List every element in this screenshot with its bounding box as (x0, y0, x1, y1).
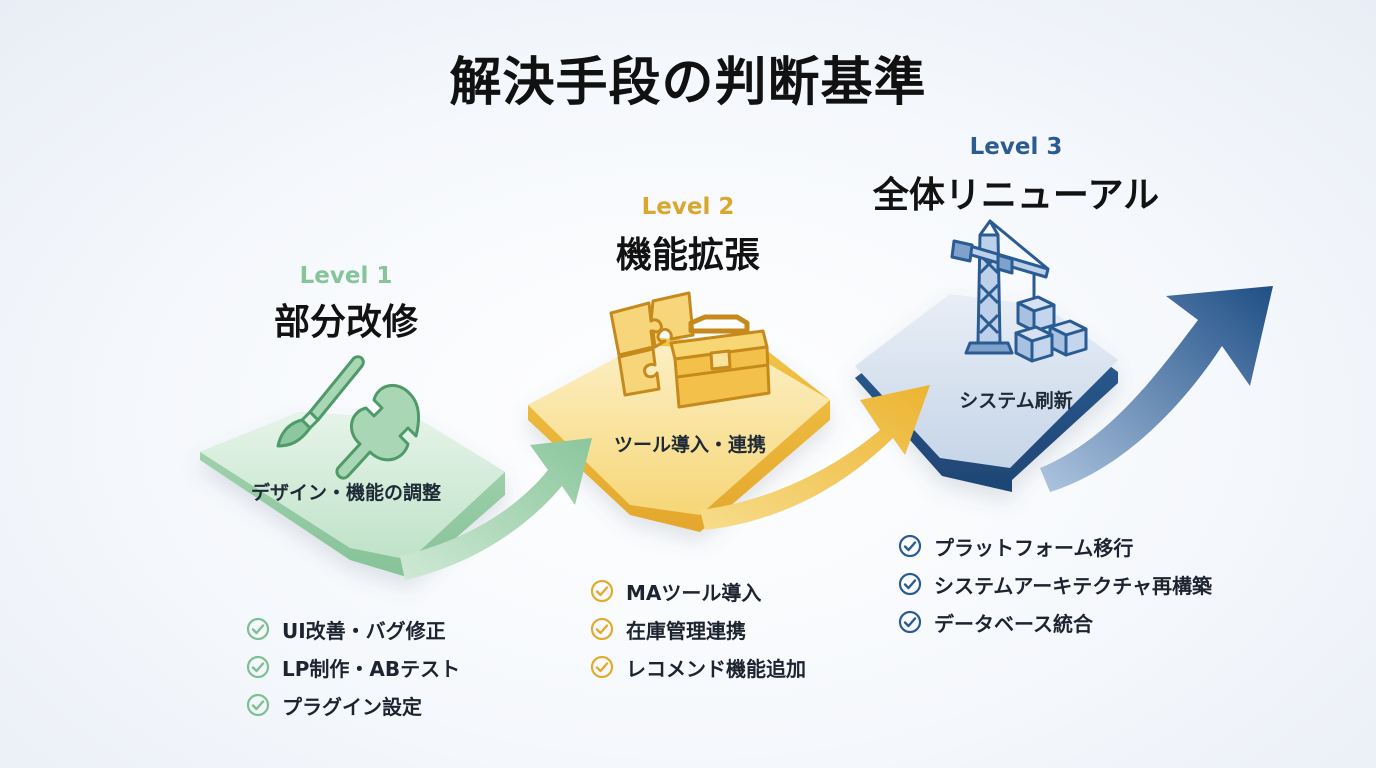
check-circle-icon (590, 617, 614, 641)
list-item-label: システムアーキテクチャ再構築 (934, 573, 1212, 598)
list-item: システムアーキテクチャ再構築 (898, 565, 1212, 603)
list-item: プラグイン設定 (246, 686, 460, 724)
check-circle-icon (590, 579, 614, 603)
crane-blocks-icon (950, 219, 1088, 363)
level-3-platform-label: システム刷新 (959, 390, 1073, 412)
list-item-label: レコメンド機能追加 (626, 656, 806, 681)
level-2-name: 機能拡張 (615, 235, 760, 276)
list-item-label: 在庫管理連携 (626, 618, 746, 643)
level-1-tag: Level 1 (299, 263, 393, 289)
list-item-label: プラットフォーム移行 (934, 535, 1134, 560)
level-3-tag: Level 3 (969, 134, 1063, 160)
level-2-tag: Level 2 (641, 194, 735, 220)
check-circle-icon (898, 572, 922, 596)
check-circle-icon (246, 655, 270, 679)
arrow-level-2 (700, 385, 930, 530)
list-item-label: UI改善・バグ修正 (282, 618, 446, 643)
check-circle-icon (246, 693, 270, 717)
list-item: UI改善・バグ修正 (246, 610, 460, 648)
list-item: MAツール導入 (590, 572, 806, 610)
check-circle-icon (898, 534, 922, 558)
platform-level-1 (200, 412, 505, 578)
list-item: LP制作・ABテスト (246, 648, 460, 686)
arrow-level-1 (400, 438, 592, 580)
page-title: 解決手段の判断基準 (449, 53, 927, 113)
paintbrush-wrench-icon (276, 355, 420, 480)
level-1-checklist: UI改善・バグ修正 LP制作・ABテスト プラグイン設定 (246, 610, 460, 724)
list-item: 在庫管理連携 (590, 610, 806, 648)
list-item-label: プラグイン設定 (282, 694, 422, 719)
level-2-checklist: MAツール導入 在庫管理連携 レコメンド機能追加 (590, 572, 806, 686)
level-3-checklist: プラットフォーム移行 システムアーキテクチャ再構築 データベース統合 (898, 527, 1212, 641)
arrow-level-3 (1040, 286, 1273, 492)
level-1-name: 部分改修 (273, 302, 418, 343)
level-1-platform-label: デザイン・機能の調整 (250, 482, 441, 504)
list-item-label: データベース統合 (934, 611, 1093, 636)
check-circle-icon (246, 617, 270, 641)
check-circle-icon (898, 610, 922, 634)
list-item-label: LP制作・ABテスト (282, 656, 461, 681)
level-3-name: 全体リニューアル (872, 175, 1160, 216)
list-item: レコメンド機能追加 (590, 648, 806, 686)
check-circle-icon (590, 655, 614, 679)
list-item: プラットフォーム移行 (898, 527, 1212, 565)
level-2-platform-label: ツール導入・連携 (613, 434, 766, 456)
puzzle-toolbox-icon (609, 291, 771, 409)
list-item: データベース統合 (898, 603, 1212, 641)
list-item-label: MAツール導入 (626, 580, 762, 605)
